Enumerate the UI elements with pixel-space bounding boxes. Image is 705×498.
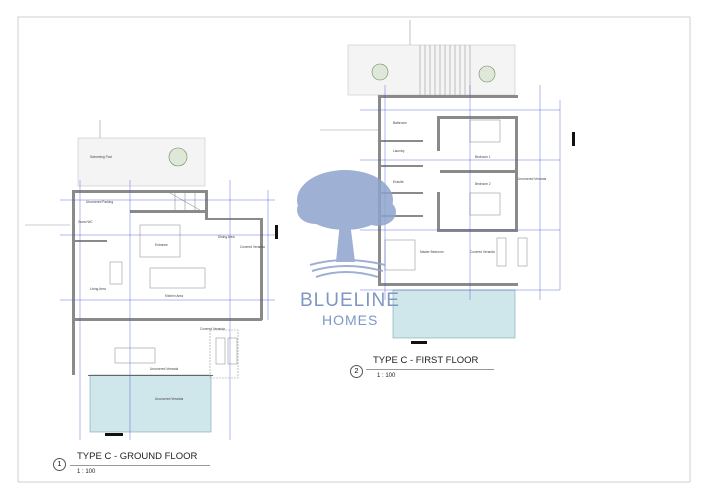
ground-floor-scale: 1 : 100 (77, 469, 96, 475)
room-label: Covered Veranda (470, 250, 495, 254)
blueline-logo-tree-icon (297, 170, 396, 278)
room-label: Guest WC (78, 220, 93, 224)
room-label: Living Area (90, 287, 106, 291)
room-label: Bedroom 2 (475, 182, 491, 186)
room-label: Covered Veranda (200, 327, 225, 331)
sheet-frame (17, 16, 691, 483)
first-floor-title: TYPE C - FIRST FLOOR (373, 355, 479, 366)
room-label: Kitchen Area (165, 294, 183, 298)
ground-floor-title: TYPE C - GROUND FLOOR (77, 451, 198, 462)
room-label: Uncovered Veranda (155, 397, 183, 401)
room-label: Uncovered Veranda (518, 177, 546, 181)
room-label: Uncovered Veranda (150, 367, 178, 371)
room-label: Uncovered Parking (86, 200, 113, 204)
title-underline (70, 465, 210, 466)
title-underline (366, 369, 494, 370)
view-number-badge: 1 (53, 458, 66, 471)
room-label: Bathroom (393, 121, 407, 125)
section-marker (105, 433, 123, 436)
first-floor-plan: Bathroom Laundry Ensuite Bedroom 1 Bedro… (320, 20, 575, 344)
section-marker (572, 132, 575, 146)
view-number-badge: 2 (350, 365, 363, 378)
room-label: Entrance (155, 243, 168, 247)
swimming-pool (89, 374, 212, 433)
ground-floor-plan: Uncovered Parking Guest WC Entrance Livi… (25, 120, 278, 440)
room-label: Swimming Pool (90, 155, 112, 159)
room-label: Master Bedroom (420, 250, 444, 254)
room-label: Covered Veranda (240, 245, 265, 249)
room-label: Laundry (393, 149, 405, 153)
watermark-brand-subtitle: HOMES (322, 312, 379, 328)
room-label: Dining Area (218, 235, 235, 239)
first-floor-scale: 1 : 100 (377, 373, 396, 379)
watermark-brand-name: BLUELINE (300, 290, 400, 311)
section-marker (275, 225, 278, 239)
room-label: Bedroom 1 (475, 155, 491, 159)
section-marker (411, 341, 427, 344)
tree-icon (168, 147, 188, 167)
room-label: Ensuite (393, 180, 404, 184)
parking-area (77, 137, 206, 187)
